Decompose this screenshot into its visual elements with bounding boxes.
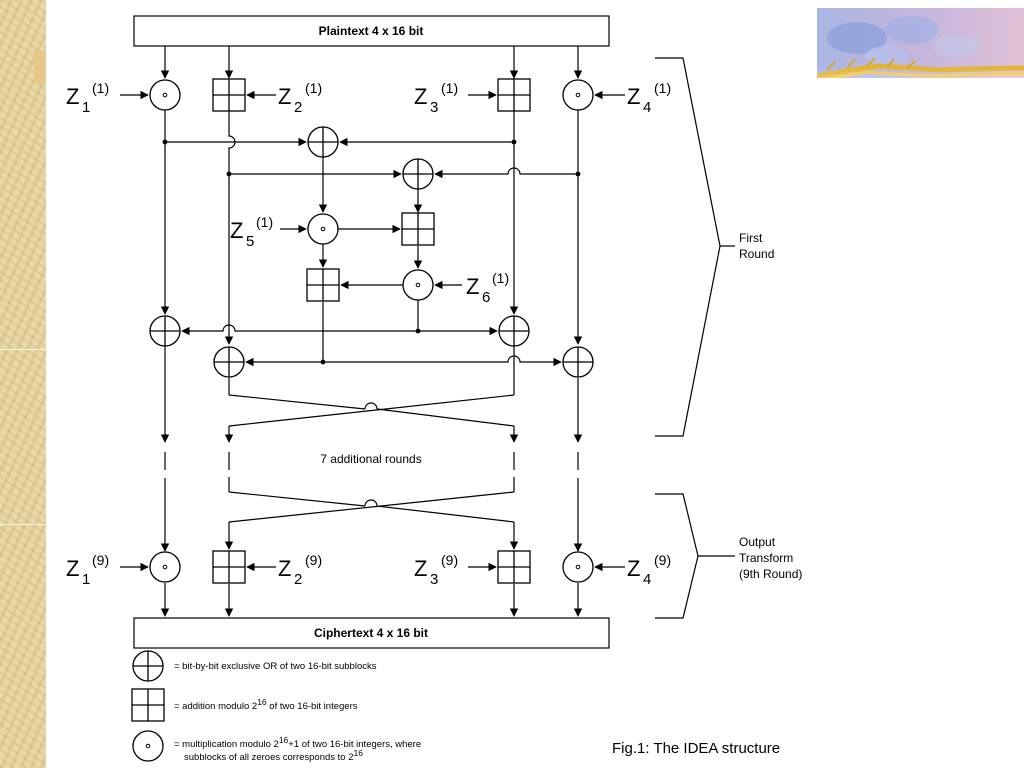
svg-text:Z: Z (627, 556, 640, 581)
svg-text:1: 1 (82, 571, 90, 588)
svg-text:Z: Z (278, 84, 291, 109)
additional-rounds-label: 7 additional rounds (320, 452, 421, 466)
svg-text:Z: Z (230, 218, 243, 243)
svg-text:(9): (9) (92, 552, 109, 568)
svg-text:Z: Z (627, 84, 640, 109)
svg-text:3: 3 (430, 571, 438, 588)
svg-text:(1): (1) (654, 80, 671, 96)
legend-add-text: = addition modulo 216 of two 16-bit inte… (174, 697, 358, 712)
key-z1-output: Z 1 (9) (66, 552, 109, 588)
sidebar-seam (0, 524, 46, 525)
figure-caption: Fig.1: The IDEA structure (612, 740, 780, 757)
svg-text:Z: Z (466, 274, 479, 299)
svg-text:1: 1 (82, 99, 90, 116)
svg-text:First: First (739, 231, 763, 245)
svg-text:(9): (9) (654, 552, 671, 568)
decorative-image (817, 8, 1024, 130)
key-z2-output: Z 2 (9) (278, 552, 322, 588)
ciphertext-box (133, 617, 610, 649)
key-z3-output: Z 3 (9) (414, 552, 458, 588)
svg-text:Z: Z (414, 556, 427, 581)
svg-text:(9): (9) (305, 552, 322, 568)
svg-text:Z: Z (414, 84, 427, 109)
legend-xor-symbol (132, 650, 164, 682)
textured-sidebar (0, 0, 46, 768)
key-z5-round1: Z 5 (1) (230, 214, 273, 250)
key-z2-round1: Z 2 (1) (278, 80, 322, 116)
svg-text:6: 6 (482, 289, 490, 306)
key-z4-round1: Z 4 (1) (627, 80, 671, 116)
svg-text:Z: Z (66, 84, 79, 109)
svg-text:(1): (1) (305, 80, 322, 96)
output-transform-label: Output Transform (9th Round) (739, 535, 802, 581)
svg-text:(1): (1) (92, 80, 109, 96)
svg-text:(9): (9) (441, 552, 458, 568)
svg-text:(1): (1) (256, 214, 273, 230)
legend-xor-text: = bit-by-bit exclusive OR of two 16-bit … (174, 661, 377, 672)
sidebar-accent-block (34, 50, 46, 83)
svg-text:4: 4 (643, 571, 651, 588)
legend-mul-symbol (132, 730, 164, 762)
legend-mul-text: = multiplication modulo 216+1 of two 16-… (174, 735, 421, 750)
key-z6-round1: Z 6 (1) (466, 270, 509, 306)
svg-text:(9th Round): (9th Round) (739, 567, 802, 581)
legend-mul-text-line2: subblocks of all zeroes corresponds to 2… (184, 748, 363, 763)
svg-text:Round: Round (739, 247, 774, 261)
first-round-label: First Round (739, 231, 774, 261)
svg-text:2: 2 (294, 99, 302, 116)
ciphertext-label: Ciphertext 4 x 16 bit (314, 626, 428, 640)
plaintext-label: Plaintext 4 x 16 bit (319, 24, 424, 38)
legend-add-symbol (131, 688, 165, 722)
key-z3-round1: Z 3 (1) (414, 80, 458, 116)
svg-text:Transform: Transform (739, 551, 793, 565)
key-z1-round1: Z 1 (1) (66, 80, 109, 116)
legend: = bit-by-bit exclusive OR of two 16-bit … (131, 650, 421, 763)
svg-text:4: 4 (643, 99, 651, 116)
plaintext-box (133, 15, 610, 47)
svg-text:3: 3 (430, 99, 438, 116)
svg-text:(1): (1) (492, 270, 509, 286)
svg-text:(1): (1) (441, 80, 458, 96)
svg-text:2: 2 (294, 571, 302, 588)
key-z4-output: Z 4 (9) (627, 552, 671, 588)
svg-text:Z: Z (66, 556, 79, 581)
sidebar-seam (0, 349, 46, 350)
svg-text:Z: Z (278, 556, 291, 581)
svg-text:Output: Output (739, 535, 776, 549)
svg-text:5: 5 (246, 233, 254, 250)
